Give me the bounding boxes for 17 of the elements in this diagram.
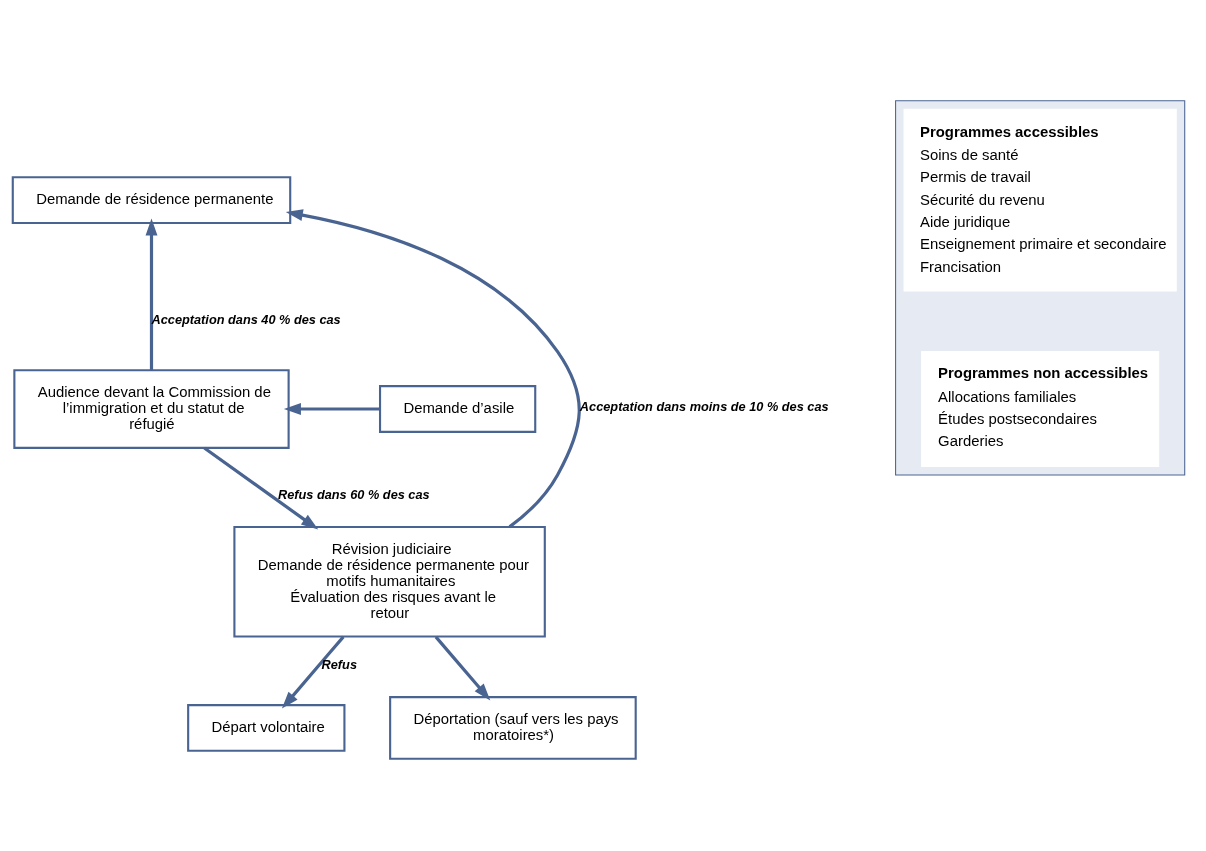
edge-label: Refus dans 60 % des cas: [277, 486, 430, 502]
arrow: [285, 209, 581, 529]
arrow: [203, 446, 319, 530]
edge-label: Refus: [321, 657, 358, 673]
node-box: Audience devant la Commission de l’immigration et du statut de réfugié: [13, 369, 290, 449]
node-box: Déportation (sauf vers les pays moratoires*): [389, 696, 637, 760]
node-box: Programmes non accessibles Allocations familiales Études postsecondaires Garderies: [921, 351, 1160, 467]
node-box: Programmes accessibles Soins de santé Permis de travail Sécurité du revenu Aide juridique Enseignement primaire et secondaire Francisation: [903, 108, 1177, 292]
arrow: [281, 635, 345, 709]
arrow: [145, 218, 158, 370]
arrow: [434, 635, 491, 701]
node-box: Demande de résidence permanente: [11, 176, 292, 225]
node-box: Demande d’asile: [378, 385, 537, 433]
node-box: Départ volontaire: [187, 704, 346, 752]
cluster: [895, 100, 1186, 476]
node-box: Révision judiciaire Demande de résidence permanente pour motifs humanitaires Évaluation des risques avant le retour: [233, 525, 546, 638]
arrow: [283, 403, 380, 415]
